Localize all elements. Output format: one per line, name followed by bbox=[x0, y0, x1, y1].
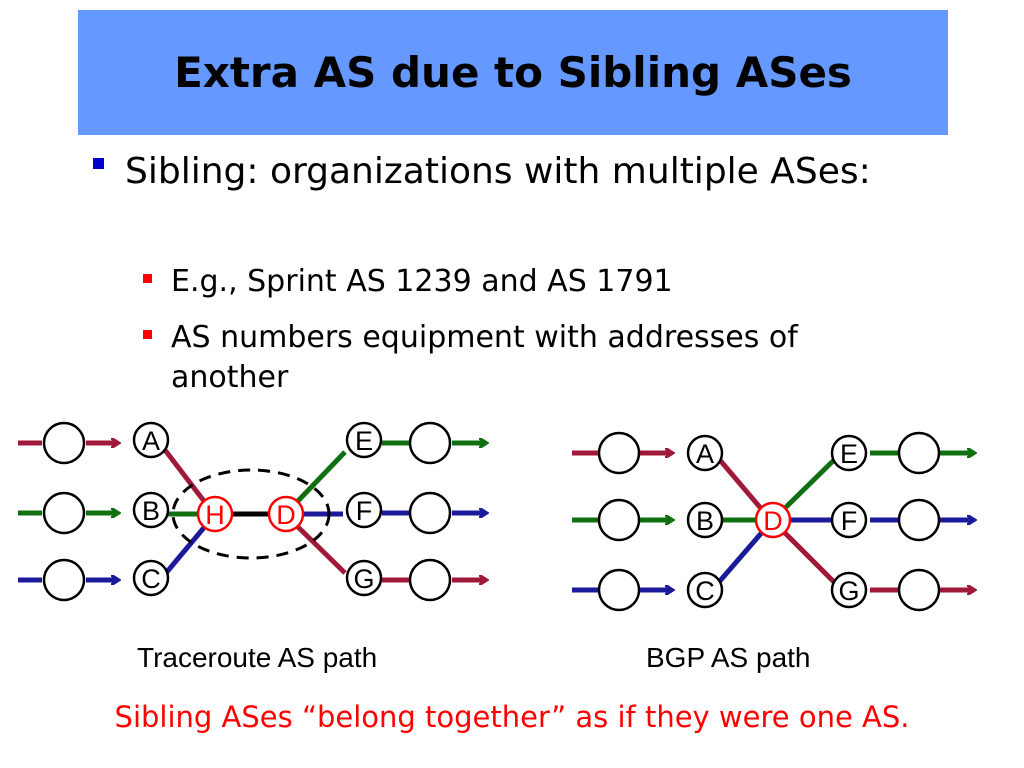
subbullet-2: AS numbers equipment with addresses of a… bbox=[143, 318, 923, 398]
edge bbox=[163, 448, 209, 507]
as-node-b-label: B bbox=[142, 496, 160, 526]
slide-title: Extra AS due to Sibling ASes bbox=[174, 48, 852, 97]
endpoint-node bbox=[897, 431, 941, 475]
bullet-main: Sibling: organizations with multiple ASe… bbox=[93, 146, 873, 198]
endpoint-node bbox=[897, 498, 941, 542]
endpoint-node bbox=[408, 421, 452, 465]
as-node-f-label: F bbox=[356, 496, 373, 526]
bgp-caption: BGP AS path bbox=[646, 642, 811, 673]
endpoint-node bbox=[897, 568, 941, 612]
as-node-b bbox=[686, 501, 724, 539]
as-node-c bbox=[132, 559, 170, 597]
as-node-f bbox=[830, 501, 868, 539]
as-node-a-label: A bbox=[696, 439, 714, 469]
as-node-h bbox=[196, 495, 234, 533]
edge bbox=[717, 457, 766, 514]
as-node-e bbox=[345, 421, 383, 459]
traceroute-diagram: A B C H D E F G bbox=[18, 421, 486, 602]
as-node-b bbox=[132, 491, 170, 529]
as-node-e bbox=[830, 434, 868, 472]
bullet-main-text: Sibling: organizations with multiple ASe… bbox=[125, 151, 871, 192]
square-bullet-icon bbox=[143, 274, 152, 283]
as-node-f bbox=[345, 491, 383, 529]
as-node-d bbox=[267, 495, 305, 533]
as-node-a-label: A bbox=[142, 426, 160, 456]
as-node-d-label: D bbox=[763, 506, 783, 536]
edge bbox=[780, 528, 836, 584]
endpoint-node bbox=[42, 491, 86, 535]
edge bbox=[164, 522, 209, 575]
as-node-e-label: E bbox=[355, 426, 373, 456]
endpoint-node bbox=[597, 498, 641, 542]
as-node-d-label: D bbox=[276, 500, 296, 530]
edge bbox=[294, 450, 347, 505]
as-node-h-label: H bbox=[205, 500, 225, 530]
as-node-b-label: B bbox=[696, 506, 714, 536]
subbullet-1: E.g., Sprint AS 1239 and AS 1791 bbox=[143, 262, 923, 302]
edge bbox=[717, 528, 766, 584]
as-node-a bbox=[132, 421, 170, 459]
endpoint-node bbox=[408, 491, 452, 535]
subbullet-2-text: AS numbers equipment with addresses of a… bbox=[171, 320, 798, 395]
as-node-g bbox=[830, 571, 868, 609]
square-bullet-icon bbox=[93, 158, 104, 169]
endpoint-node bbox=[42, 421, 86, 465]
sibling-group-outline bbox=[171, 468, 331, 560]
endpoint-node bbox=[597, 568, 641, 612]
as-node-c-label: C bbox=[141, 564, 161, 594]
bgp-diagram: A B C D E F G bbox=[572, 431, 974, 612]
as-node-d bbox=[754, 501, 792, 539]
title-bar: Extra AS due to Sibling ASes bbox=[78, 10, 948, 135]
as-node-e-label: E bbox=[840, 439, 858, 469]
as-node-f-label: F bbox=[841, 506, 858, 536]
as-node-c bbox=[686, 571, 724, 609]
as-node-g-label: G bbox=[838, 576, 859, 606]
as-path-diagrams: A B C H D E F G bbox=[18, 421, 1024, 612]
traceroute-caption: Traceroute AS path bbox=[137, 642, 378, 673]
as-node-c-label: C bbox=[695, 576, 715, 606]
endpoint-node bbox=[42, 558, 86, 602]
as-node-g bbox=[345, 559, 383, 597]
endpoint-node bbox=[408, 558, 452, 602]
edge bbox=[780, 458, 836, 513]
as-node-a bbox=[686, 434, 724, 472]
as-node-g-label: G bbox=[353, 564, 374, 594]
square-bullet-icon bbox=[143, 330, 152, 339]
endpoint-node bbox=[597, 431, 641, 475]
subbullet-1-text: E.g., Sprint AS 1239 and AS 1791 bbox=[171, 264, 673, 299]
edge bbox=[294, 523, 347, 575]
footer-statement: Sibling ASes “belong together” as if the… bbox=[114, 700, 910, 734]
